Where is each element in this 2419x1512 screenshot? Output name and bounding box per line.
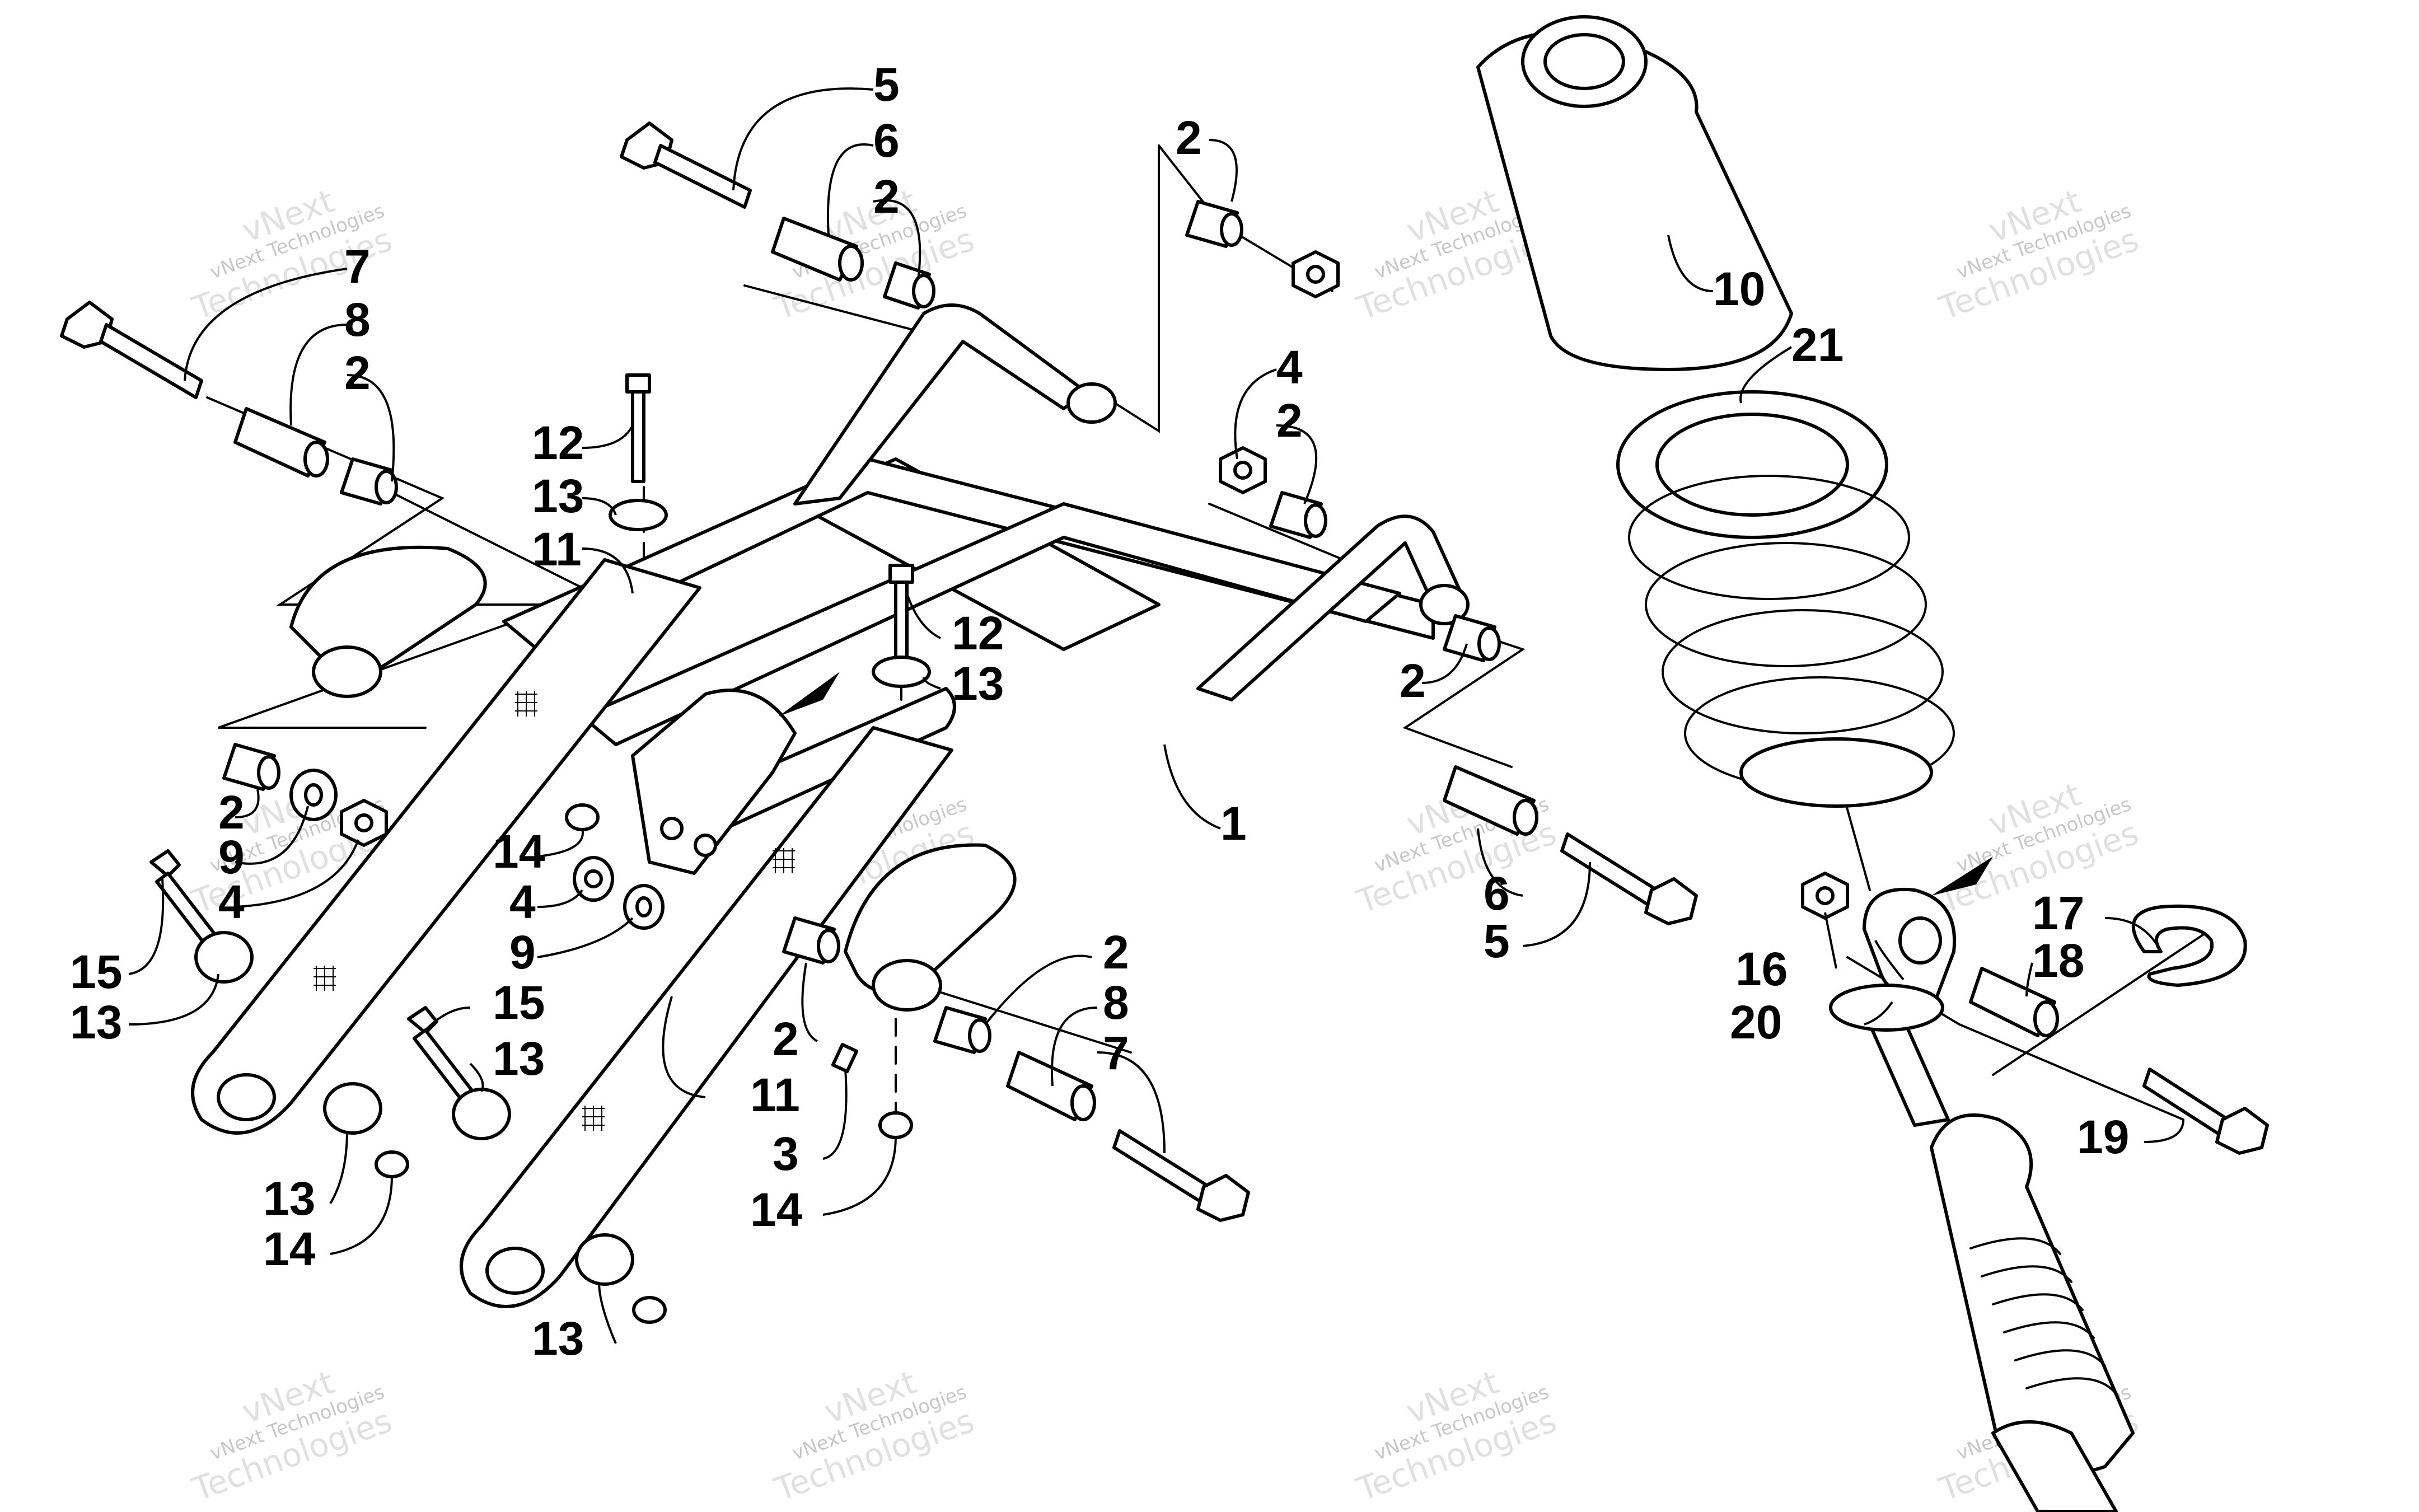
callout-6: 6 bbox=[873, 114, 900, 167]
callout-10: 10 bbox=[1713, 263, 1765, 315]
callout-8: 8 bbox=[1103, 976, 1129, 1029]
nut-16 bbox=[1801, 872, 1849, 920]
bolt-12-right bbox=[888, 564, 914, 668]
watermark: vNext vNext Technologies Technologies bbox=[1934, 182, 2143, 328]
bolt-7-left bbox=[60, 301, 203, 399]
watermark: vNext vNext Technologies Technologies bbox=[187, 1363, 396, 1509]
locknut-14-a bbox=[565, 803, 600, 831]
callout-8: 8 bbox=[344, 293, 371, 346]
callout-7: 7 bbox=[344, 240, 371, 293]
bolt-5-top bbox=[620, 121, 752, 209]
callout-12: 12 bbox=[532, 416, 584, 469]
bushing-2-left bbox=[340, 457, 398, 505]
callout-11: 11 bbox=[750, 1069, 800, 1121]
callout-20: 20 bbox=[1730, 996, 1782, 1048]
callout-12: 12 bbox=[952, 607, 1004, 659]
callout-4: 4 bbox=[509, 876, 536, 928]
washer-13-b bbox=[872, 656, 931, 688]
callout-4: 4 bbox=[1276, 341, 1303, 394]
callout-19: 19 bbox=[2077, 1111, 2129, 1163]
callout-13: 13 bbox=[952, 657, 1004, 710]
locknut-14-b bbox=[375, 1150, 409, 1178]
bolt-7-lower bbox=[1112, 1129, 1250, 1222]
bolt-12-left bbox=[625, 373, 651, 483]
bushing-2-right bbox=[1443, 614, 1501, 662]
callout-2: 2 bbox=[344, 347, 371, 399]
callout-9: 9 bbox=[509, 926, 536, 979]
bolt-5-right bbox=[1560, 832, 1698, 925]
callout-5: 5 bbox=[873, 58, 900, 111]
callout-21: 21 bbox=[1791, 319, 1844, 371]
callout-4: 4 bbox=[218, 876, 245, 928]
bushing-6-right bbox=[1443, 765, 1538, 836]
callout-16: 16 bbox=[1735, 943, 1788, 995]
callout-17: 17 bbox=[2032, 887, 2084, 939]
bushing-2-lowerleft bbox=[222, 743, 280, 791]
grease-fitting-3 bbox=[831, 1042, 859, 1074]
washer-13-e bbox=[452, 1088, 511, 1140]
callout-13: 13 bbox=[70, 996, 122, 1048]
leader-lines bbox=[128, 87, 2184, 1344]
nut-4-left bbox=[340, 799, 388, 847]
locknut-14-c bbox=[632, 1296, 667, 1324]
watermark: vNext vNext Technologies Technologies bbox=[769, 1363, 979, 1509]
bushing-2-lowercenter bbox=[782, 916, 840, 965]
swing-arm-frame bbox=[289, 303, 1993, 1012]
callout-9: 9 bbox=[218, 831, 245, 883]
callout-5: 5 bbox=[1484, 915, 1510, 967]
callout-7: 7 bbox=[1103, 1027, 1129, 1079]
callout-15: 15 bbox=[493, 976, 545, 1029]
washer-9-left bbox=[289, 769, 338, 821]
bushing-2-lower bbox=[933, 1006, 991, 1054]
bushing-6-top bbox=[771, 217, 864, 282]
callout-11: 11 bbox=[532, 523, 582, 575]
callout-2: 2 bbox=[773, 1013, 799, 1065]
callout-2: 2 bbox=[873, 170, 900, 223]
callout-1: 1 bbox=[1220, 797, 1247, 850]
nut-4-right bbox=[1219, 446, 1267, 494]
bolt-19 bbox=[2142, 1068, 2269, 1155]
nut-4-topright bbox=[1292, 250, 1340, 298]
callout-13: 13 bbox=[532, 470, 584, 522]
callout-3: 3 bbox=[773, 1127, 799, 1180]
callout-6: 6 bbox=[1484, 867, 1510, 920]
callout-14: 14 bbox=[750, 1183, 803, 1236]
bushing-8-left bbox=[233, 407, 329, 478]
washer-9-center bbox=[623, 884, 665, 930]
spring-cover bbox=[1476, 15, 1793, 371]
bushing-2-midright bbox=[1269, 491, 1327, 539]
callout-18: 18 bbox=[2032, 934, 2084, 987]
callout-14: 14 bbox=[493, 825, 545, 878]
washer-13-d bbox=[323, 1082, 382, 1135]
bushing-2-topright bbox=[1185, 200, 1243, 248]
watermark: vNext vNext Technologies Technologies bbox=[1934, 775, 2143, 921]
coil-spring bbox=[1616, 390, 1955, 808]
callouts: 5 6 2 7 8 2 2 4 2 10 21 2 1 12 13 11 12 … bbox=[70, 58, 2129, 1365]
locknut-14-d bbox=[878, 1111, 913, 1139]
callout-13: 13 bbox=[263, 1172, 315, 1225]
watermark: vNext vNext Technologies Technologies bbox=[1351, 1363, 1561, 1509]
callout-14: 14 bbox=[263, 1223, 316, 1275]
idler-arm-left bbox=[191, 558, 701, 1135]
callout-2: 2 bbox=[1103, 926, 1129, 979]
callout-13: 13 bbox=[493, 1032, 545, 1085]
bushing-8-lower bbox=[1006, 1051, 1096, 1121]
clip-17 bbox=[2131, 904, 2247, 987]
washer-13-c bbox=[194, 931, 254, 984]
callout-15: 15 bbox=[70, 945, 122, 998]
callout-2: 2 bbox=[1400, 654, 1426, 707]
callout-2: 2 bbox=[1276, 394, 1303, 447]
washer-13-a bbox=[609, 499, 668, 531]
callout-13: 13 bbox=[532, 1312, 584, 1365]
washer-13-f bbox=[575, 1233, 634, 1286]
idler-arm-right bbox=[460, 726, 953, 1308]
nut-4-center bbox=[573, 856, 614, 902]
callout-2: 2 bbox=[218, 786, 245, 839]
callout-2: 2 bbox=[1176, 111, 1202, 164]
bushing-18 bbox=[1969, 967, 2059, 1037]
